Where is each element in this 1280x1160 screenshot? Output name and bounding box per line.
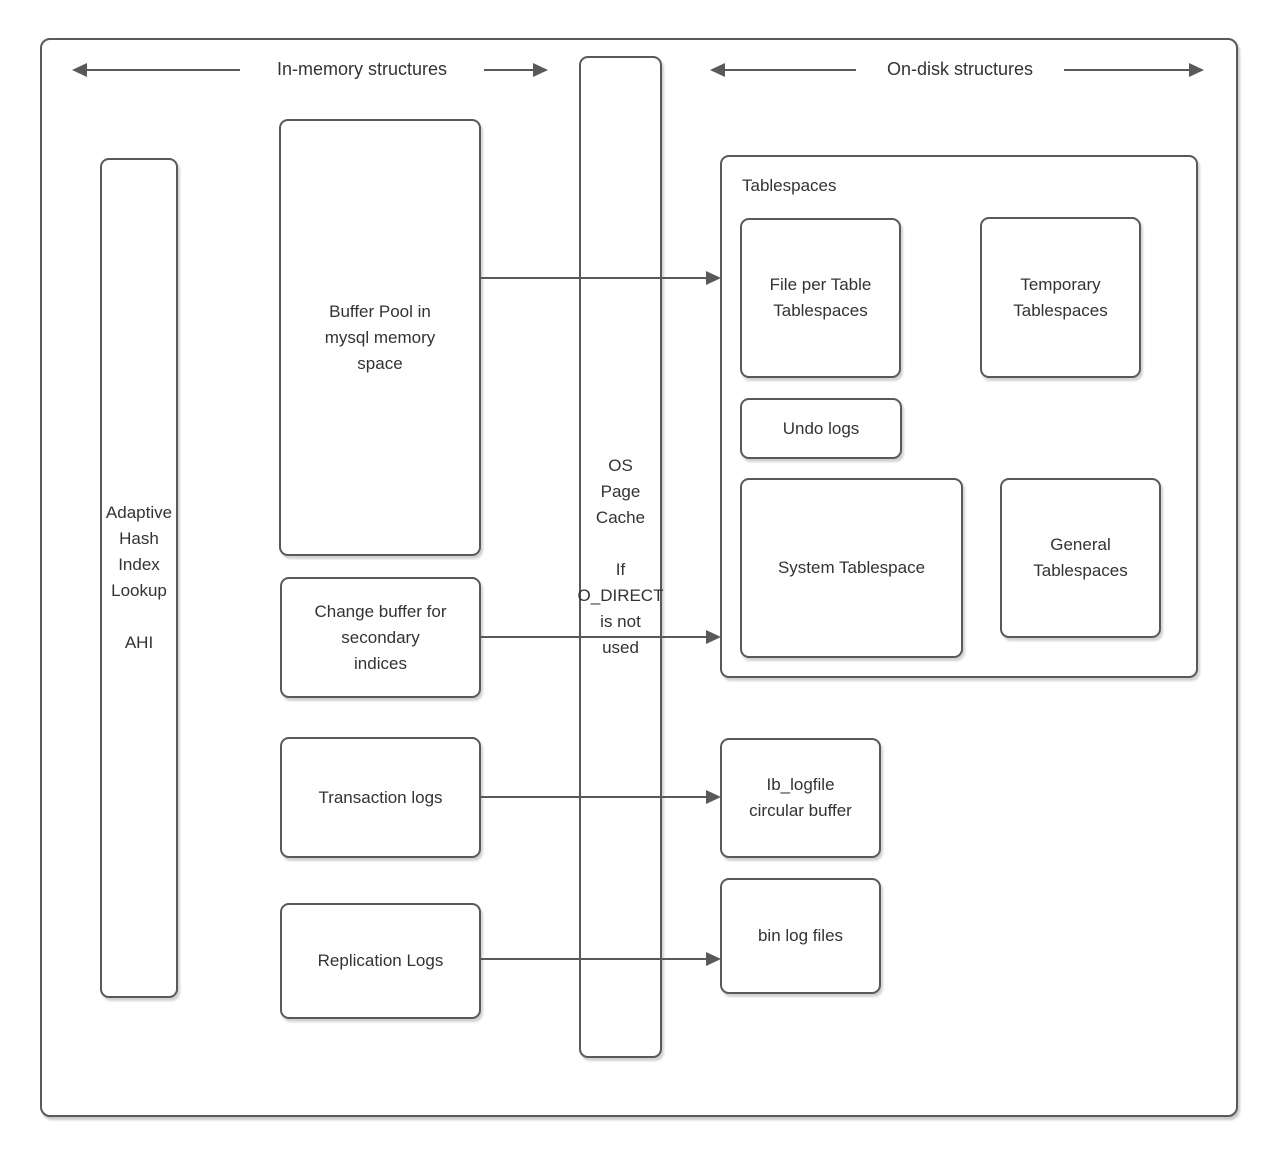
arrow-right-icon: [706, 952, 721, 966]
box-ib-logfile-label: Ib_logfile circular buffer: [749, 775, 852, 820]
box-buffer-pool: Buffer Pool in mysql memory space: [279, 119, 481, 556]
box-transaction-logs: Transaction logs: [280, 737, 481, 858]
box-system-tablespace: System Tablespace: [740, 478, 963, 658]
box-adaptive-hash-index-label: Adaptive Hash Index Lookup AHI: [105, 503, 173, 652]
arrow-right-icon: [1189, 63, 1204, 77]
arrow-transaction-logs-to-ib-logfile: [481, 796, 707, 798]
arrow-right-icon: [706, 630, 721, 644]
in-memory-right-arrow-line: [484, 69, 534, 71]
box-buffer-pool-label: Buffer Pool in mysql memory space: [324, 301, 436, 373]
box-undo-logs-label: Undo logs: [782, 418, 860, 438]
box-temporary-tablespaces: Temporary Tablespaces: [980, 217, 1141, 378]
arrow-replication-logs-to-bin-log: [481, 958, 707, 960]
box-file-per-table-tablespaces-label: File per Table Tablespaces: [769, 275, 872, 320]
arrow-change-buffer-to-tablespaces: [481, 636, 707, 638]
on-disk-structures-label: On-disk structures: [886, 59, 1034, 79]
arrow-right-icon: [533, 63, 548, 77]
arrow-buffer-pool-to-tablespaces: [481, 277, 707, 279]
box-bin-log-files-label: bin log files: [757, 926, 844, 945]
box-general-tablespaces: General Tablespaces: [1000, 478, 1161, 638]
box-file-per-table-tablespaces: File per Table Tablespaces: [740, 218, 901, 378]
arrow-left-icon: [710, 63, 725, 77]
box-bin-log-files: bin log files: [720, 878, 881, 994]
box-transaction-logs-label: Transaction logs: [318, 787, 443, 807]
in-memory-left-arrow-line: [86, 69, 240, 71]
box-ib-logfile: Ib_logfile circular buffer: [720, 738, 881, 858]
arrow-right-icon: [706, 271, 721, 285]
box-general-tablespaces-label: General Tablespaces: [1033, 535, 1128, 580]
in-memory-structures-label: In-memory structures: [276, 59, 448, 79]
box-replication-logs: Replication Logs: [280, 903, 481, 1019]
box-change-buffer: Change buffer for secondary indices: [280, 577, 481, 698]
on-disk-right-arrow-line: [1064, 69, 1190, 71]
group-tablespaces-label: Tablespaces: [742, 176, 837, 195]
box-undo-logs: Undo logs: [740, 398, 902, 459]
on-disk-left-arrow-line: [724, 69, 856, 71]
arrow-right-icon: [706, 790, 721, 804]
box-system-tablespace-label: System Tablespace: [777, 558, 926, 577]
box-temporary-tablespaces-label: Temporary Tablespaces: [1013, 274, 1108, 320]
box-os-page-cache-label: OS Page Cache If O_DIRECT is not used: [577, 456, 664, 657]
box-replication-logs-label: Replication Logs: [317, 951, 444, 970]
box-adaptive-hash-index: Adaptive Hash Index Lookup AHI: [100, 158, 178, 998]
box-change-buffer-label: Change buffer for secondary indices: [314, 601, 447, 673]
box-os-page-cache: OS Page Cache If O_DIRECT is not used: [578, 56, 663, 1058]
arrow-left-icon: [72, 63, 87, 77]
